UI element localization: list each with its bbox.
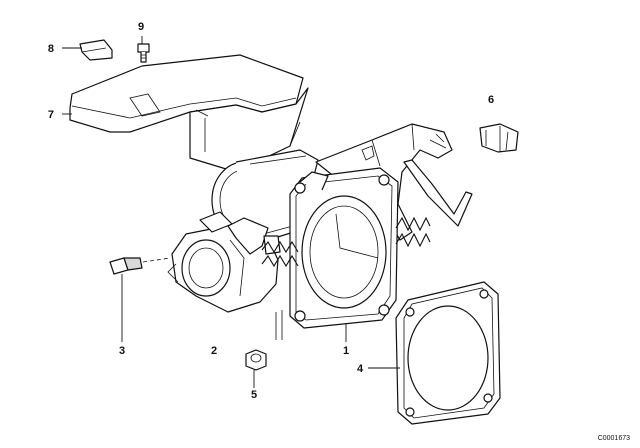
- callout-6: 6: [488, 94, 494, 106]
- leader-lines: [62, 36, 400, 388]
- clip-part-6: [479, 123, 519, 153]
- cover-plate-part-7: [69, 54, 309, 173]
- screw-part-3: [109, 257, 171, 275]
- callout-7: 7: [48, 109, 54, 121]
- callout-3: 3: [119, 345, 125, 357]
- nut-part-5: [245, 349, 267, 371]
- callout-2: 2: [211, 345, 217, 357]
- screw-part-9: [137, 43, 150, 63]
- callout-5: 5: [251, 389, 257, 401]
- callout-8: 8: [48, 43, 54, 55]
- callout-1: 1: [343, 345, 349, 357]
- callouts: 9 8 7 6 3 2 1 4 5: [48, 21, 494, 401]
- callout-4: 4: [357, 363, 364, 375]
- actuator-part-2: [167, 211, 281, 313]
- callout-9: 9: [138, 21, 144, 33]
- throttle-body-part-1: [275, 167, 399, 340]
- clip-part-8: [79, 39, 113, 61]
- gasket-part-4: [395, 281, 501, 425]
- image-code: C0001673: [598, 435, 630, 442]
- return-spring: [261, 216, 431, 268]
